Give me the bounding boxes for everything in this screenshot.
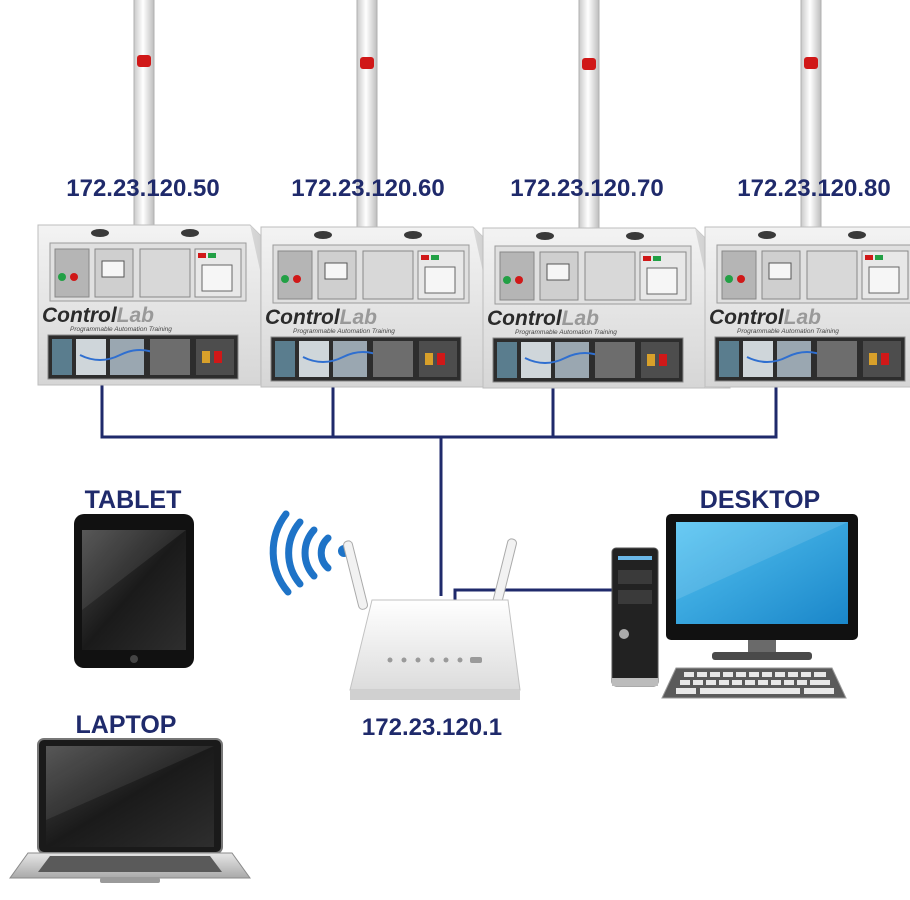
laptop-icon — [9, 738, 251, 883]
router-icon — [343, 538, 521, 700]
desktop-tower-icon — [611, 547, 659, 687]
keyboard-icon — [661, 667, 847, 699]
station-ip-label: 172.23.120.60 — [291, 175, 444, 202]
laptop-label: LAPTOP — [76, 711, 177, 739]
tablet-label: TABLET — [85, 486, 182, 514]
router-ip-label: 172.23.120.1 — [362, 714, 502, 741]
station-ip-label: 172.23.120.80 — [737, 175, 890, 202]
station-ip-label: 172.23.120.50 — [66, 175, 219, 202]
desktop-label: DESKTOP — [700, 486, 820, 514]
wifi-signal-icon — [269, 510, 350, 596]
desktop-monitor-icon — [666, 514, 858, 660]
station-ip-label: 172.23.120.70 — [510, 175, 663, 202]
tablet-icon — [74, 514, 194, 668]
